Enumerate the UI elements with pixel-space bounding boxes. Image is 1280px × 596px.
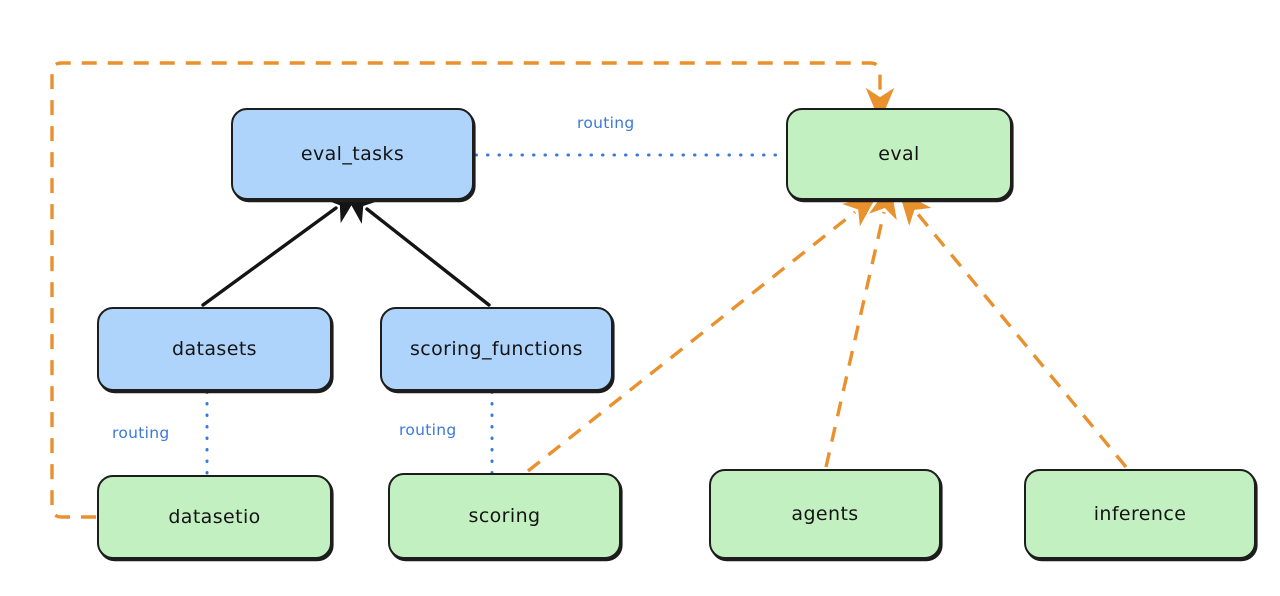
node-label-scoring-functions: scoring_functions <box>410 338 583 360</box>
node-label-scoring: scoring <box>468 505 541 527</box>
node-inference[interactable]: inference <box>1024 469 1256 559</box>
node-label-eval-tasks: eval_tasks <box>300 143 405 165</box>
node-scoring-functions[interactable]: scoring_functions <box>380 307 613 391</box>
edge-label-routing-eval: routing <box>577 114 635 132</box>
node-label-agents: agents <box>791 503 859 525</box>
edge-scoring-eval <box>526 194 878 473</box>
node-scoring[interactable]: scoring <box>388 473 621 559</box>
node-datasets[interactable]: datasets <box>97 307 332 391</box>
node-eval-tasks[interactable]: eval_tasks <box>231 108 474 200</box>
node-eval[interactable]: eval <box>786 108 1012 200</box>
edge-label-routing-datasetio: routing <box>112 424 170 442</box>
edge-inference-eval <box>898 190 1128 469</box>
edge-label-routing-scoring: routing <box>399 421 457 439</box>
node-datasetio[interactable]: datasetio <box>97 475 332 559</box>
node-label-inference: inference <box>1093 503 1187 525</box>
node-label-eval: eval <box>878 143 920 165</box>
edge-datasets-eval_tasks <box>201 189 361 307</box>
edge-agents-eval <box>824 183 897 468</box>
node-agents[interactable]: agents <box>709 469 941 559</box>
node-label-datasets: datasets <box>172 338 257 360</box>
edge-scoring_functions-eval_tasks <box>342 190 491 307</box>
node-label-datasetio: datasetio <box>168 506 261 528</box>
